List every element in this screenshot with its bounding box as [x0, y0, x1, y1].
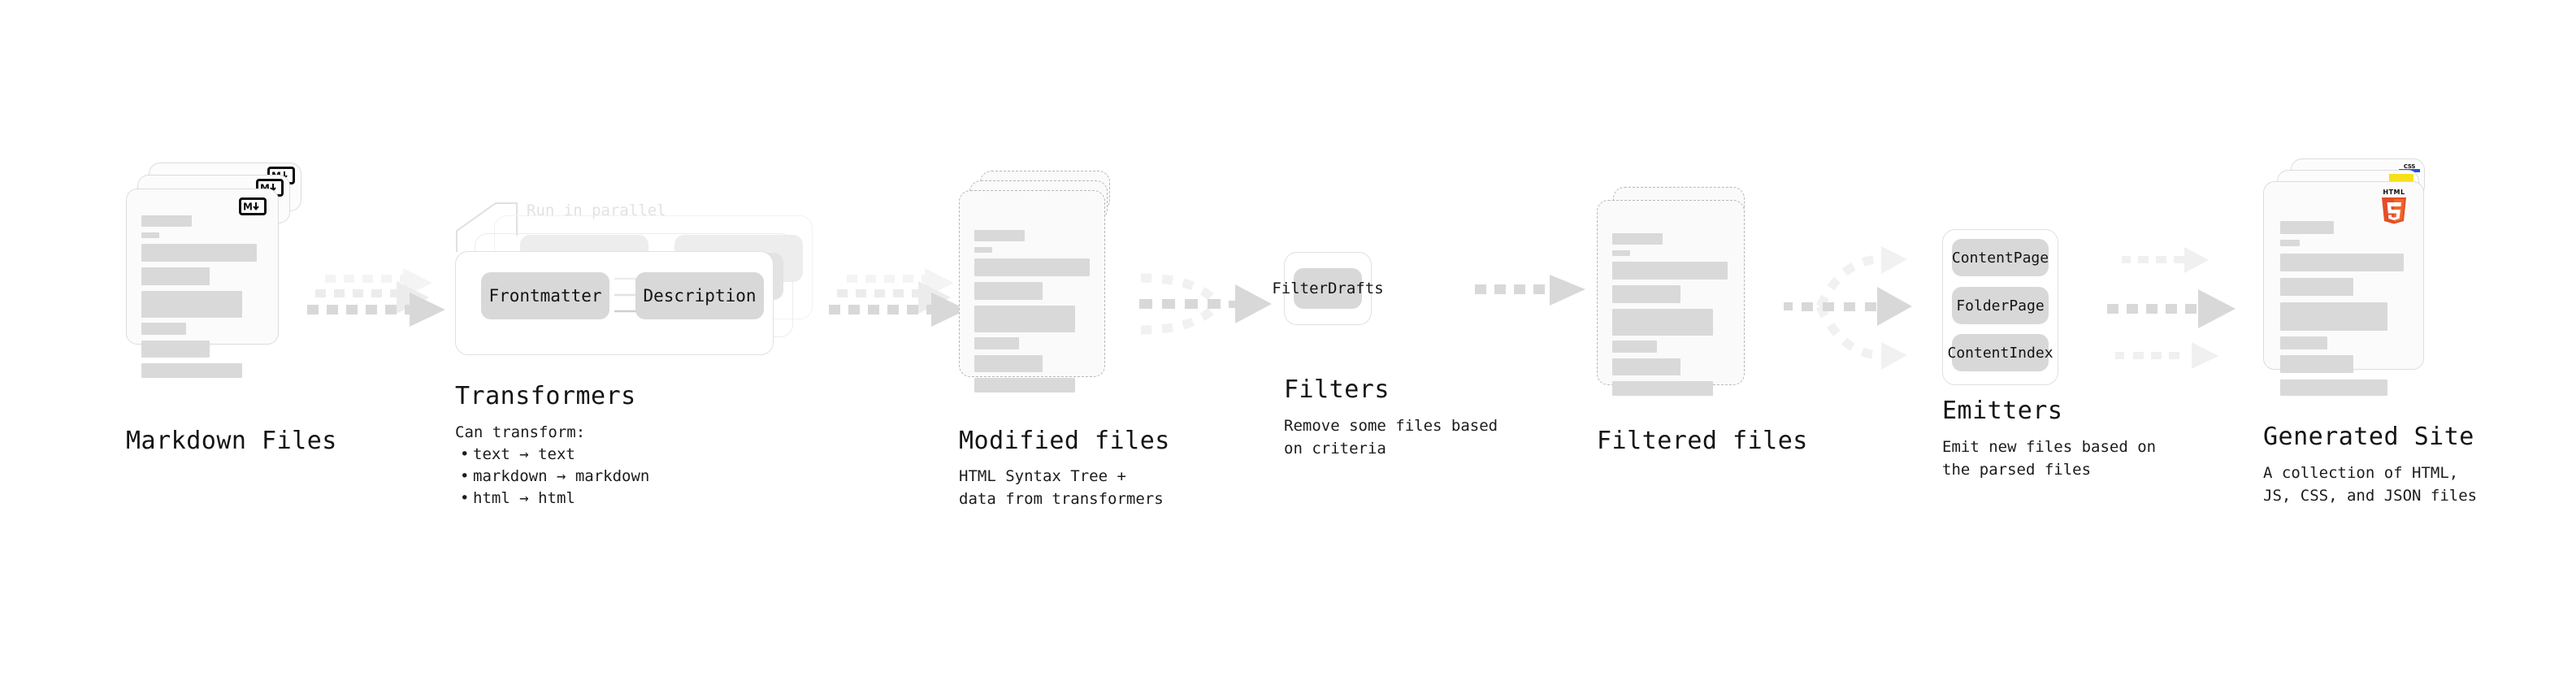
connector-markdown-to-transformers — [307, 268, 445, 327]
doc-bar — [1612, 233, 1663, 245]
doc-bar — [141, 363, 242, 378]
chip-contentindex[interactable]: ContentIndex — [1947, 334, 2053, 371]
doc-bar — [974, 337, 1019, 349]
doc-bar — [974, 355, 1043, 372]
doc-bar — [141, 340, 210, 358]
connector-emitters-to-site — [2107, 247, 2236, 369]
doc-bar — [1612, 262, 1728, 280]
chip-description[interactable]: Description — [635, 272, 764, 319]
svg-text:M: M — [260, 183, 270, 194]
doc-bar — [141, 215, 192, 227]
connector-transformers-to-modified — [829, 268, 967, 327]
chip-folderpage[interactable]: FolderPage — [1952, 287, 2049, 324]
doc-bar — [2280, 240, 2300, 246]
markdown-badge-front: M — [239, 197, 267, 215]
transformers-bullet-0: text → text — [460, 444, 649, 466]
run-in-parallel-label: Run in parallel — [527, 202, 666, 219]
doc-bar — [2280, 380, 2387, 396]
site-card-front: HTML — [2263, 181, 2424, 396]
doc-bar — [974, 282, 1043, 300]
svg-text:M: M — [243, 202, 253, 213]
doc-bar — [974, 230, 1025, 241]
markdown-card-front: M — [126, 189, 279, 378]
doc-bar — [1612, 381, 1713, 396]
stage-title-markdown-files: Markdown Files — [126, 427, 337, 455]
doc-bar — [141, 244, 257, 262]
doc-bar — [974, 306, 1075, 332]
modified-card-front — [959, 190, 1105, 393]
doc-bar — [1612, 340, 1657, 353]
transformers-bullets: text → text markdown → markdown html → h… — [460, 444, 649, 510]
chip-frontmatter[interactable]: Frontmatter — [481, 272, 609, 319]
doc-bar — [2280, 302, 2387, 331]
chip-contentpage[interactable]: ContentPage — [1952, 239, 2049, 276]
doc-bar — [141, 267, 210, 285]
doc-bar — [974, 247, 992, 253]
stage-title-emitters: Emitters — [1942, 397, 2063, 425]
stage-title-transformers: Transformers — [455, 382, 636, 410]
doc-bar — [141, 323, 186, 335]
doc-bar — [141, 291, 242, 318]
filtered-card-front — [1597, 200, 1745, 396]
doc-bar — [141, 232, 159, 238]
connector-filters-to-filtered — [1475, 275, 1585, 306]
stage-desc-modified-files: HTML Syntax Tree + data from transformer… — [959, 467, 1164, 508]
stage-desc-filters: Remove some files based on criteria — [1284, 417, 1498, 458]
stage-desc-transformers: Can transform: — [455, 423, 586, 441]
svg-text:HTML: HTML — [2383, 189, 2405, 196]
doc-bar — [2280, 355, 2353, 373]
connector-modified-to-filters — [1139, 273, 1272, 335]
transformers-bullet-2: html → html — [460, 488, 649, 510]
doc-bar — [1612, 309, 1713, 336]
stage-title-modified-files: Modified files — [959, 427, 1170, 455]
run-in-parallel-bracket — [456, 202, 518, 252]
stage-title-generated-site: Generated Site — [2263, 423, 2474, 451]
doc-bar — [2280, 221, 2334, 234]
doc-bar — [2280, 336, 2327, 349]
stage-title-filtered-files: Filtered files — [1597, 427, 1808, 455]
doc-bar — [2280, 278, 2353, 296]
doc-bar — [1612, 358, 1680, 375]
doc-bar — [1612, 285, 1680, 303]
connector-filtered-to-emitters — [1784, 246, 1912, 370]
doc-bar — [1612, 250, 1630, 256]
stage-title-filters: Filters — [1284, 375, 1390, 404]
transformers-bullet-1: markdown → markdown — [460, 466, 649, 488]
doc-bar — [974, 378, 1075, 393]
stage-desc-generated-site: A collection of HTML, JS, CSS, and JSON … — [2263, 464, 2478, 505]
doc-bar — [974, 258, 1090, 276]
html5-icon: HTML — [2382, 189, 2406, 224]
chip-filterdrafts[interactable]: FilterDrafts — [1272, 268, 1384, 309]
doc-bar — [2280, 254, 2404, 271]
stage-desc-emitters: Emit new files based on the parsed files — [1942, 438, 2157, 479]
